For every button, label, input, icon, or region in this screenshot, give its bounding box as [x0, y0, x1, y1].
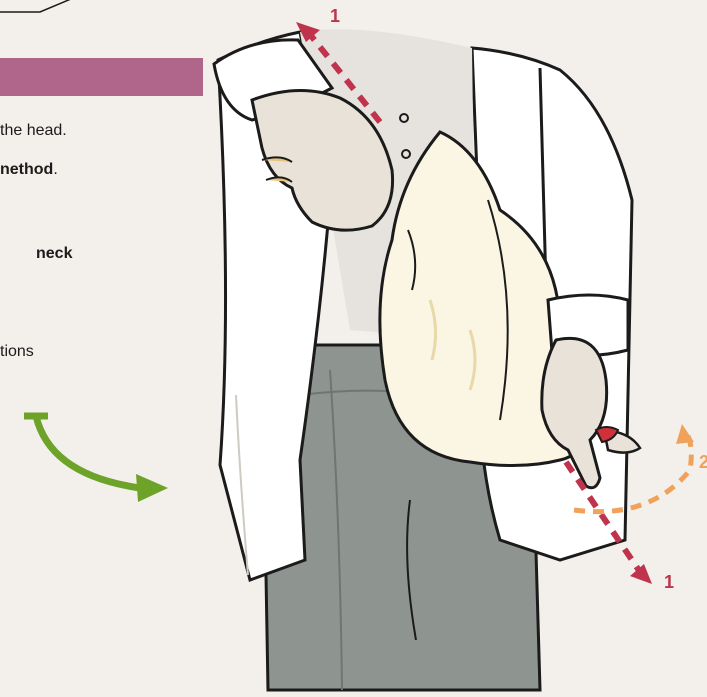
step-number: 2 [699, 452, 707, 473]
instruction-text: tions [0, 342, 34, 362]
arrow-head [676, 424, 694, 444]
arrow-head [136, 474, 168, 502]
instruction-text: neck [36, 244, 72, 264]
step-number: 1 [664, 572, 674, 593]
frame-corner [0, 0, 78, 12]
method-text: nethod [0, 161, 53, 178]
instruction-text: the head. [0, 121, 67, 141]
instruction-text: nethod. [0, 160, 58, 180]
punctuation: . [53, 161, 57, 178]
section-header-bar [0, 58, 203, 96]
arrow-head [630, 564, 652, 584]
step-number: 1 [330, 6, 340, 27]
curved-arrow-icon [36, 416, 140, 488]
